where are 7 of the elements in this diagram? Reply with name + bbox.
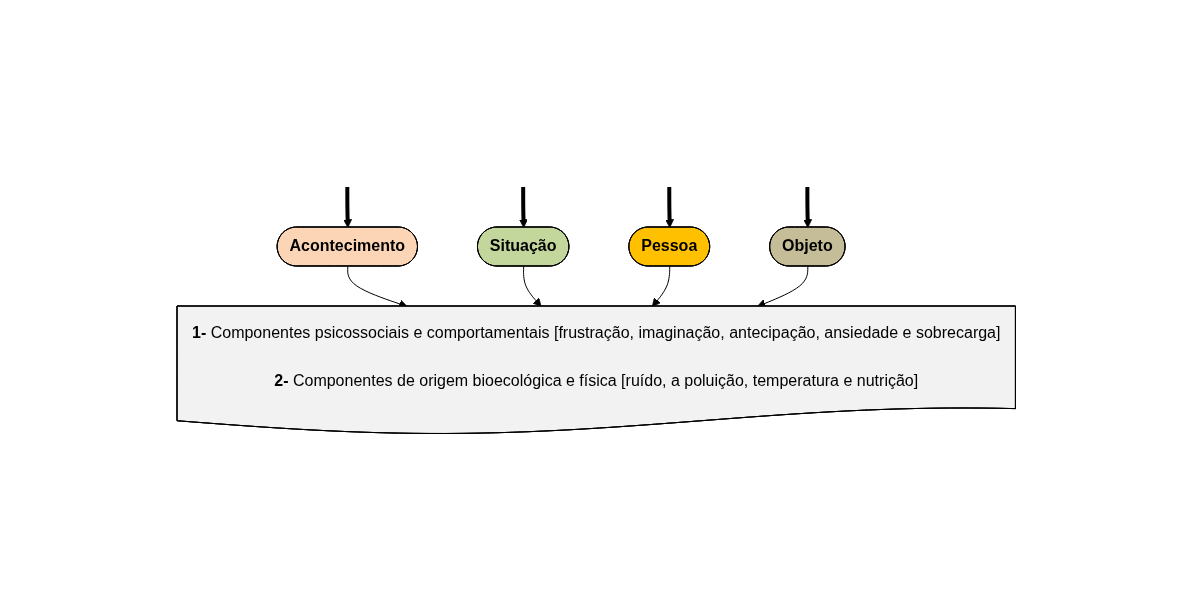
arrow xyxy=(757,266,809,308)
arrow xyxy=(665,187,675,229)
arrow xyxy=(652,266,671,308)
arrow xyxy=(523,266,542,308)
arrow xyxy=(343,187,353,229)
arrow xyxy=(803,187,813,229)
arrow xyxy=(519,187,529,229)
